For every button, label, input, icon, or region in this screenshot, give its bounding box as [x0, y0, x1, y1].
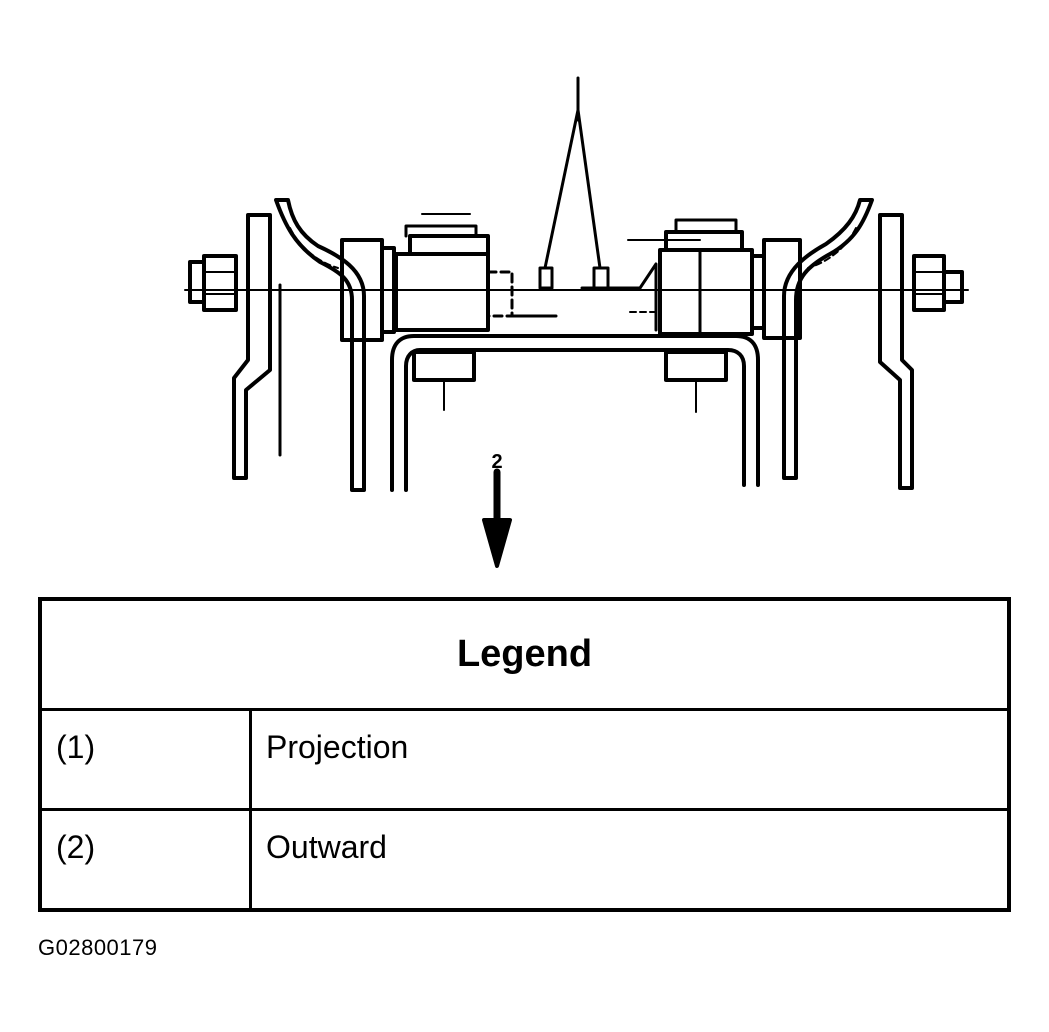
left-outer-bracket: [232, 198, 366, 492]
suspension-bracket-diagram: 2: [184, 76, 969, 568]
center-bar: [510, 262, 661, 332]
left-bolt-nut: [188, 254, 238, 312]
legend-description: Projection: [266, 729, 409, 765]
figure-id: G02800179: [38, 935, 158, 960]
callout-2-label: 2: [491, 451, 502, 473]
lower-nut-left: [412, 350, 476, 411]
lower-nut-right: [664, 350, 728, 413]
legend-number: (2): [42, 811, 252, 911]
legend-title: Legend: [42, 601, 1007, 711]
u-bolt-frame: [390, 334, 760, 492]
left-block: [394, 213, 514, 332]
right-bolt-nut: [912, 254, 964, 312]
outward-arrow: [482, 468, 512, 568]
legend-row: (1) Projection: [42, 711, 1007, 811]
legend-row: (2) Outward: [42, 811, 1007, 911]
right-outer-bracket: [782, 198, 914, 490]
projection-callout-1: [538, 76, 610, 290]
legend-table: Legend (1) Projection (2) Outward: [38, 597, 1011, 912]
legend-number: (1): [42, 711, 252, 808]
legend-description: Outward: [266, 829, 387, 865]
